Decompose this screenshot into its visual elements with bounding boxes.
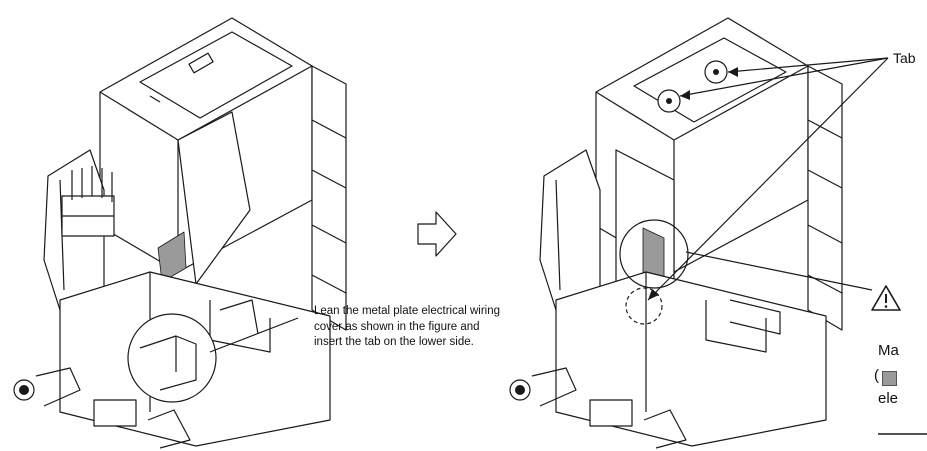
tab-leader-3 <box>647 57 889 301</box>
right-side-panel <box>539 149 601 311</box>
left-frame-rib-4 <box>311 274 347 294</box>
tab-label: Tab <box>893 50 916 66</box>
left-terminal-block <box>61 166 115 237</box>
warning-triangle-icon <box>871 285 901 311</box>
left-cover-highlight <box>157 231 187 283</box>
warning-text-line-1: Ma <box>878 342 899 359</box>
left-unit-drawing <box>13 17 347 449</box>
left-callout-leader <box>209 317 299 353</box>
left-magnifier-detail <box>139 335 197 391</box>
right-lower-base-flap <box>729 299 781 335</box>
left-top-slot <box>188 52 214 74</box>
tab-leader-2 <box>727 57 889 73</box>
left-right-frame <box>311 65 347 331</box>
tab-leader-1 <box>679 57 889 97</box>
left-frame-rib-1 <box>311 119 347 139</box>
left-frame-rib-2 <box>311 169 347 189</box>
left-top-lid <box>139 31 293 119</box>
right-frame-rib-3 <box>807 224 843 244</box>
right-unit-drawing <box>509 17 889 449</box>
left-metal-plate-cover <box>177 111 251 285</box>
right-magnifier-circle <box>619 219 689 289</box>
left-front-tab <box>147 409 191 449</box>
right-right-frame <box>807 65 843 331</box>
left-frame-rib-3 <box>311 224 347 244</box>
right-bottom-connector <box>589 399 633 427</box>
step-arrow-icon <box>417 211 457 257</box>
right-frame-rib-1 <box>807 119 843 139</box>
left-lower-base-step <box>209 300 271 353</box>
left-bottom-clip <box>35 367 81 407</box>
warning-text-line-3: ele <box>878 390 899 407</box>
left-lower-base-flap <box>219 299 259 335</box>
instruction-callout: Lean the metal plate electrical wiring c… <box>314 305 501 348</box>
right-frame-rib-2 <box>807 169 843 189</box>
highlight-swatch <box>882 371 897 386</box>
left-top-detail <box>149 95 161 103</box>
left-bottom-connector <box>93 399 137 427</box>
left-magnifier-circle <box>127 313 217 403</box>
right-lower-tab-circle <box>625 287 663 325</box>
right-lower-base-step <box>705 300 767 353</box>
warning-leader <box>685 251 873 291</box>
warning-text-line-2: ( <box>874 367 879 384</box>
